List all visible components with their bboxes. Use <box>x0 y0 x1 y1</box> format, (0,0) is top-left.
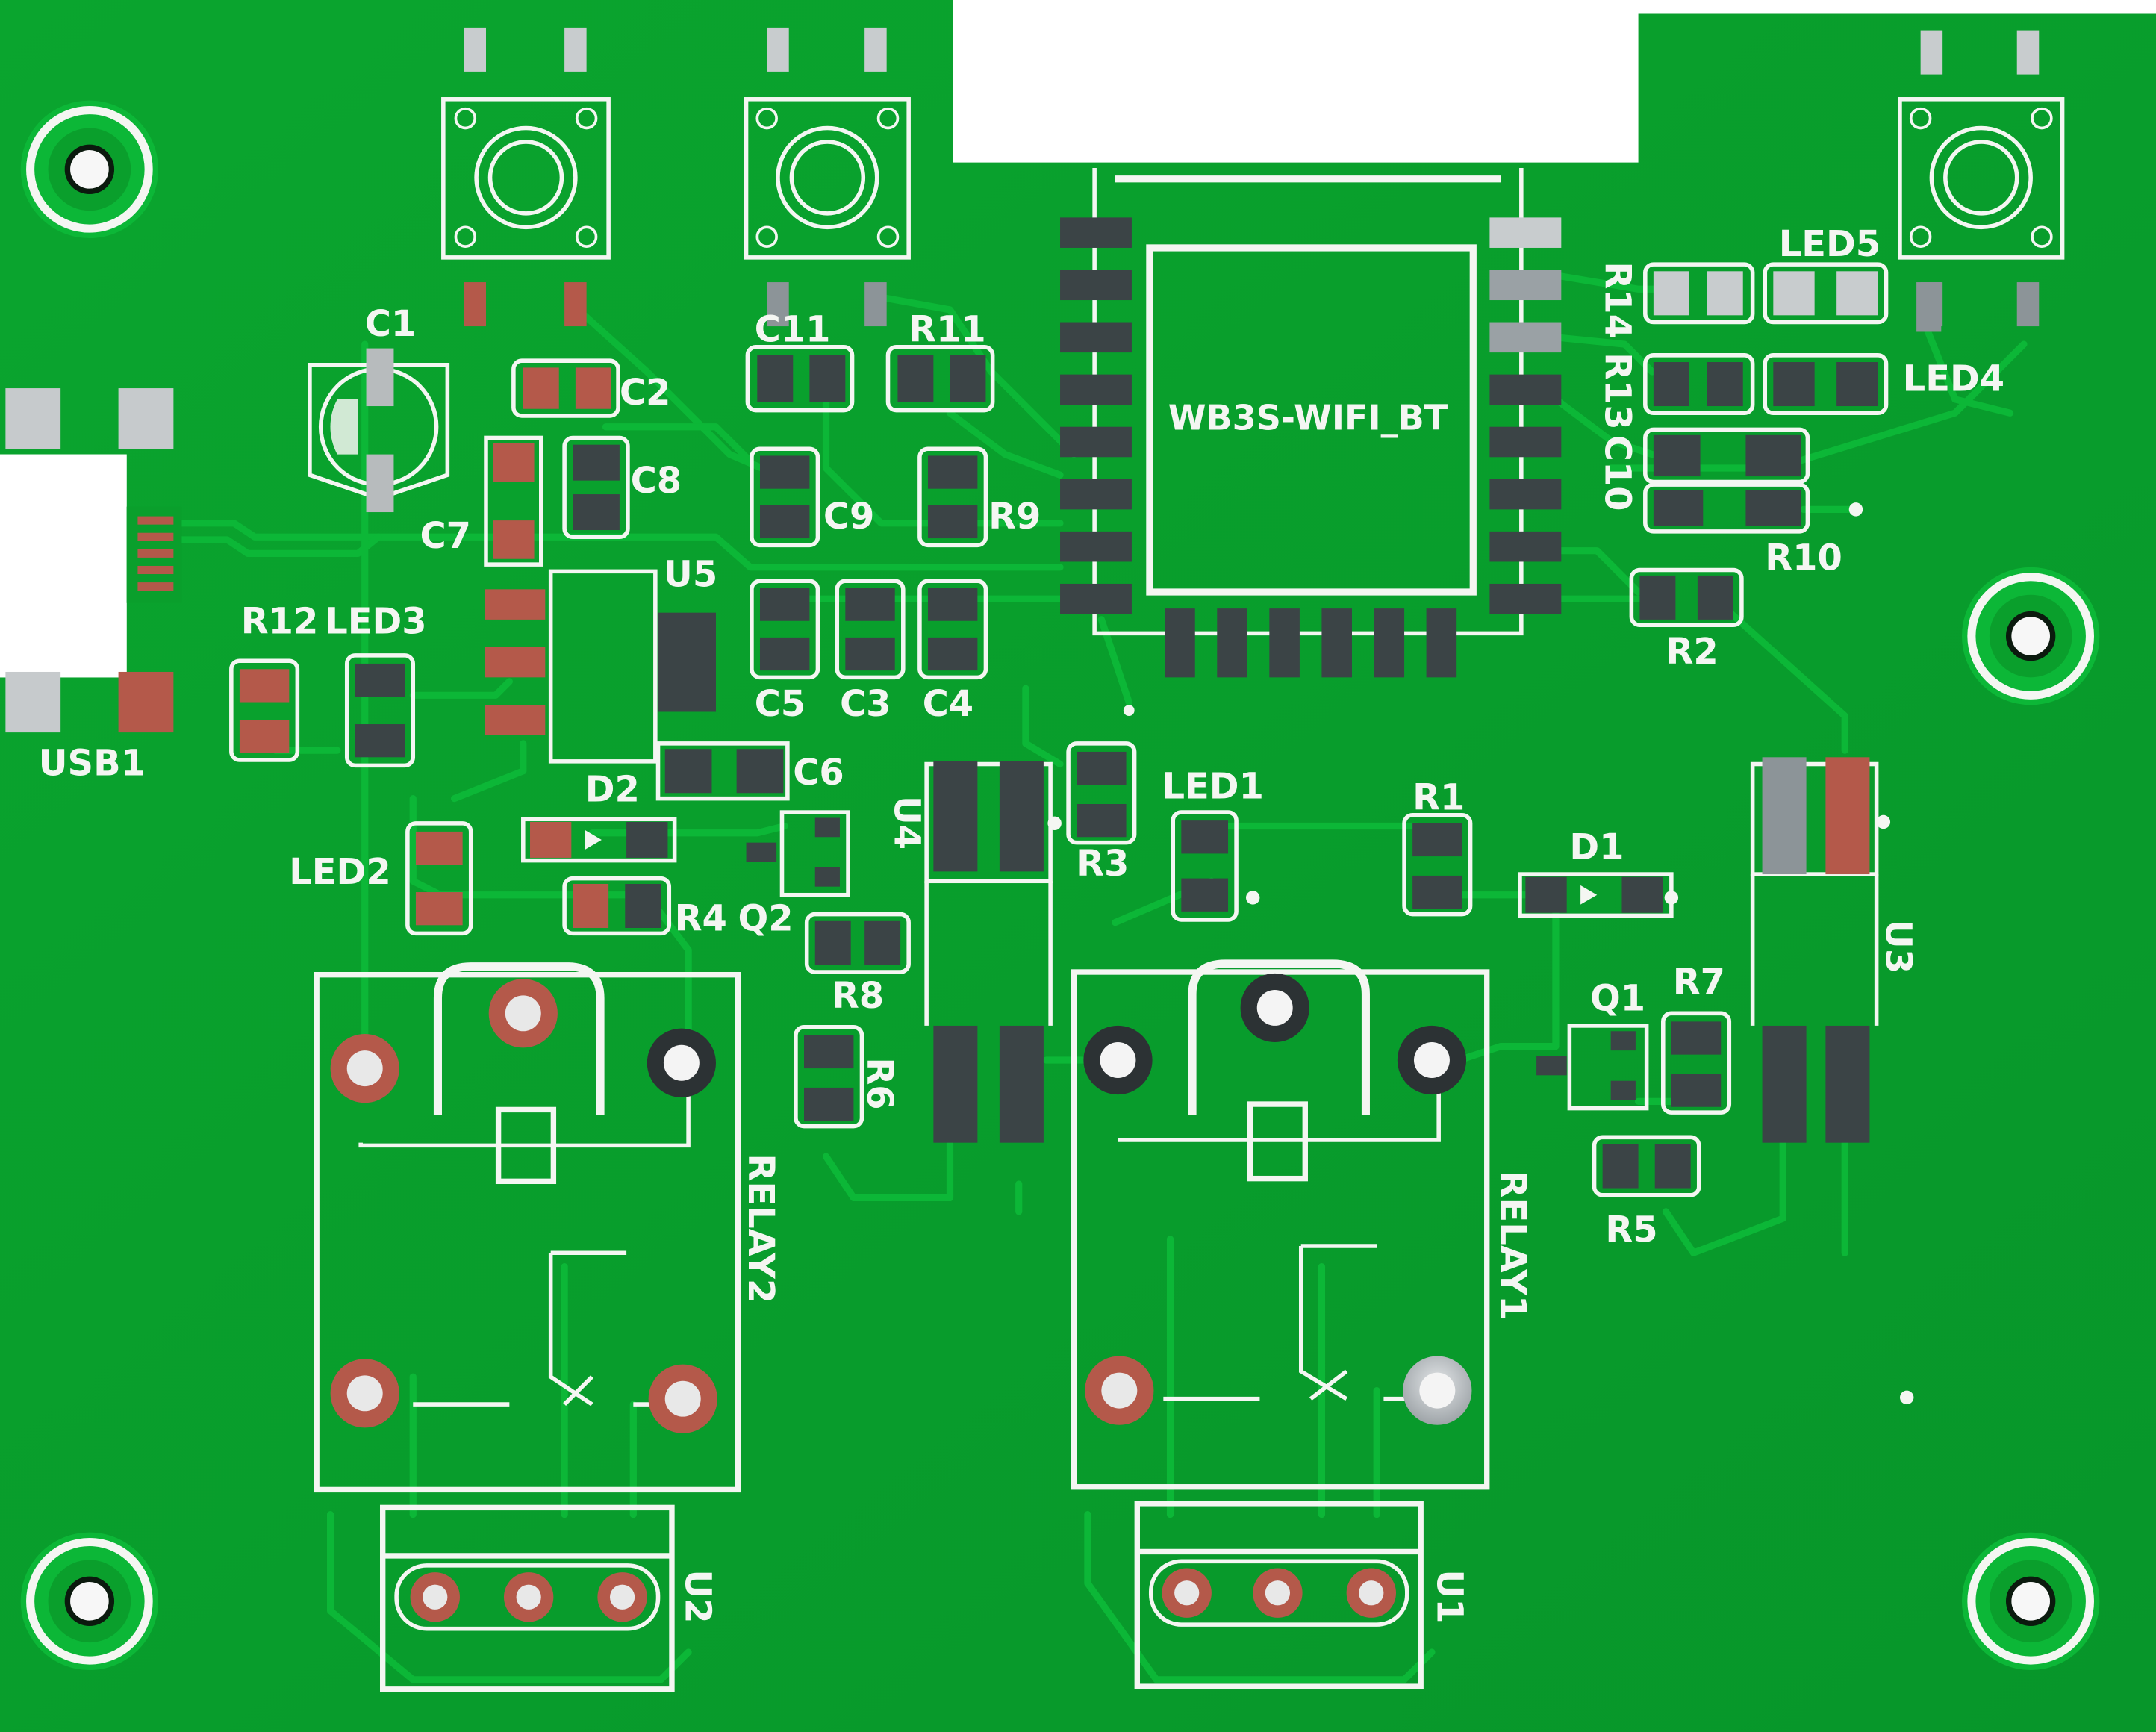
label-led4: LED4 <box>1903 359 2004 400</box>
pushbutton-1 <box>441 27 611 327</box>
label-u5: U5 <box>664 555 717 596</box>
usb-connector <box>5 388 182 733</box>
label-r7: R7 <box>1673 962 1725 1003</box>
label-r1: R1 <box>1412 777 1465 818</box>
smd-pads <box>229 262 1942 1197</box>
label-c9: C9 <box>823 496 875 538</box>
label-u1: U1 <box>1428 1569 1469 1623</box>
label-r13: R13 <box>1596 352 1637 430</box>
label-c1: C1 <box>365 304 417 345</box>
label-relay2: RELAY2 <box>740 1153 781 1303</box>
label-r9: R9 <box>988 496 1041 538</box>
label-r4: R4 <box>675 899 727 940</box>
mounting-hole-bottom-right <box>1961 1532 2100 1671</box>
vias <box>1047 502 1914 1405</box>
terminal-block-u1 <box>1134 1501 1424 1689</box>
label-c2: C2 <box>620 373 671 414</box>
label-c11: C11 <box>755 309 831 350</box>
relay-2 <box>314 962 741 1493</box>
label-u4: U4 <box>886 796 927 850</box>
label-led2: LED2 <box>289 852 390 893</box>
module-label: WB3S-WIFI_BT <box>1168 397 1448 437</box>
label-q2: Q2 <box>738 899 793 940</box>
label-usb1: USB1 <box>39 743 146 784</box>
label-u3: U3 <box>1878 920 1919 974</box>
silkscreen-labels: WB3S-WIFI_BT USB1 C1 C2 C8 C7 U5 R12 LED… <box>39 224 2004 1624</box>
label-led1: LED1 <box>1162 767 1263 808</box>
module-pads <box>1060 217 1562 678</box>
pushbutton-2 <box>744 27 911 327</box>
mounting-hole-right <box>1961 567 2100 705</box>
mounting-hole-bottom-left <box>20 1532 159 1671</box>
label-r2: R2 <box>1666 632 1718 673</box>
label-r6: R6 <box>859 1057 900 1109</box>
label-led3: LED3 <box>325 601 426 642</box>
label-c10: C10 <box>1596 435 1637 511</box>
label-c4: C4 <box>923 684 974 725</box>
label-d2: D2 <box>585 769 640 810</box>
mounting-hole-top-left <box>20 100 159 239</box>
label-led5: LED5 <box>1779 224 1881 265</box>
relay-1 <box>1071 959 1490 1490</box>
usb-cutout <box>0 454 127 678</box>
label-r10: R10 <box>1765 538 1842 579</box>
label-r14: R14 <box>1596 261 1637 339</box>
label-q1: Q1 <box>1590 979 1645 1020</box>
terminal-block-u2 <box>379 1504 675 1692</box>
label-r3: R3 <box>1077 844 1129 885</box>
label-d1: D1 <box>1569 827 1624 868</box>
mounting-holes <box>20 100 2100 1671</box>
label-c7: C7 <box>420 516 471 557</box>
label-r12: R12 <box>241 601 319 642</box>
label-c3: C3 <box>840 684 891 725</box>
label-c8: C8 <box>631 461 682 502</box>
label-r11: R11 <box>909 309 986 350</box>
label-r8: R8 <box>832 976 884 1017</box>
label-relay1: RELAY1 <box>1492 1171 1533 1321</box>
label-u2: U2 <box>676 1569 717 1623</box>
label-c6: C6 <box>793 753 844 794</box>
label-c5: C5 <box>755 684 806 725</box>
label-r5: R5 <box>1605 1209 1657 1250</box>
